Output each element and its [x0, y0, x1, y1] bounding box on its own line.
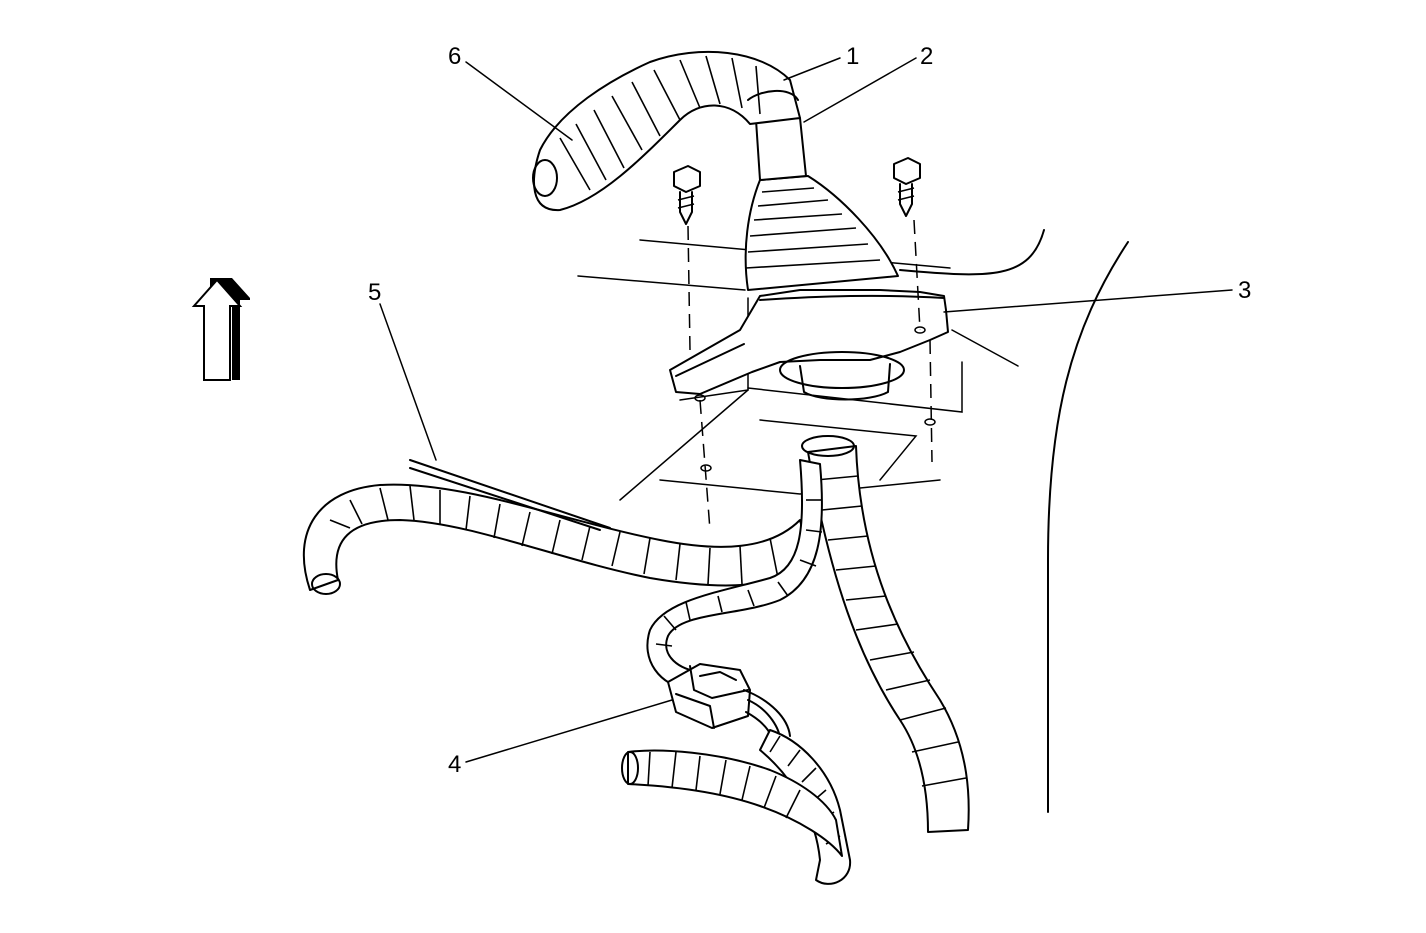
- harness-left-branch: [302, 459, 811, 595]
- harness-lower-main: [801, 435, 970, 833]
- callout-1: 1: [846, 43, 859, 70]
- up-arrow-icon: [191, 278, 250, 381]
- callout-2: 2: [920, 43, 933, 70]
- callout-4: 4: [448, 751, 461, 778]
- bolt-left-icon: [673, 165, 701, 225]
- grommet-seal: [669, 289, 949, 472]
- callout-3: 3: [1238, 277, 1251, 304]
- body-panel: [577, 229, 1129, 813]
- bolt-right-icon: [893, 157, 921, 217]
- harness-bottom-segment: [621, 749, 843, 857]
- conduit-tube: [755, 117, 807, 181]
- callout-leaders: [379, 57, 1233, 763]
- bolt-centerlines: [687, 219, 933, 531]
- harness-upper-wrapped: [532, 50, 801, 212]
- bellows-boot: [744, 175, 899, 291]
- electrical-connector: [667, 663, 791, 745]
- callout-6: 6: [448, 43, 461, 70]
- callout-5: 5: [368, 279, 381, 306]
